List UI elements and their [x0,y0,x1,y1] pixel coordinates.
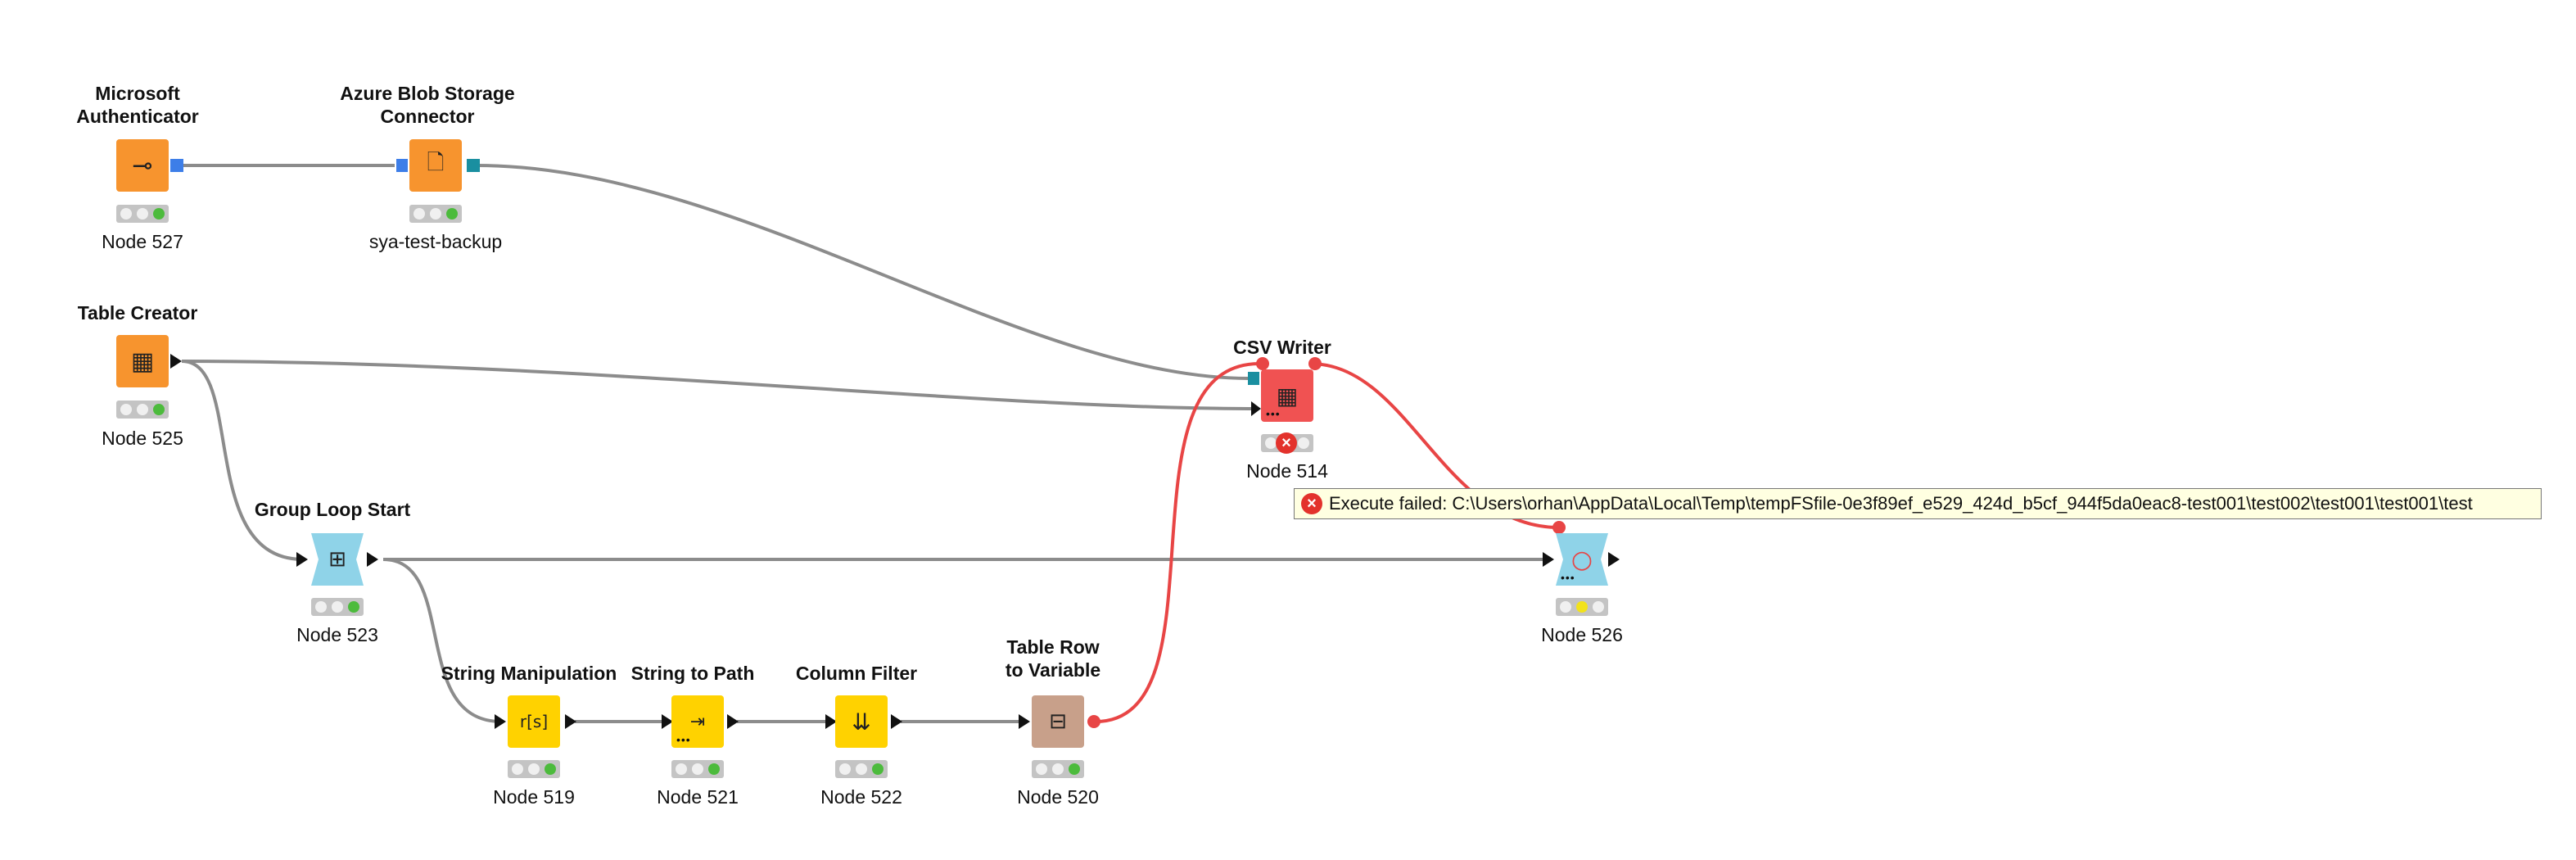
node-title: Table Creator [77,302,198,324]
status-lights [116,401,169,419]
status-lights [835,760,888,778]
input-port-arrow[interactable] [1019,714,1030,729]
node-group-loop-start[interactable]: ⊞ [311,533,364,586]
error-tooltip: × Execute failed: C:\Users\orhan\AppData… [1294,488,2542,519]
row-to-variable-icon: ⊟ [1049,709,1067,734]
node-loop-end[interactable]: ○ ••• [1556,533,1608,586]
node-csv-writer[interactable]: ▦ ••• [1261,369,1313,422]
connection-523-519[interactable] [382,558,502,723]
node-label[interactable]: Node 519 [493,786,575,808]
string-manip-icon: r[s] [519,712,549,731]
node-title: String to Path [630,663,755,684]
node-label[interactable]: Node 526 [1541,624,1623,645]
node-string-to-path[interactable]: ⇥ ••• [671,695,724,748]
credential-output-port[interactable] [170,159,183,172]
output-port-arrow[interactable] [891,714,902,729]
node-label[interactable]: Node 520 [1017,786,1099,808]
node-title: Column Filter [795,663,918,684]
output-port-arrow[interactable] [727,714,739,729]
variable-ports [1087,357,1566,728]
node-label[interactable]: Node 521 [657,786,739,808]
input-port-arrow[interactable] [296,552,308,567]
variable-input-port[interactable] [1552,521,1566,534]
node-azure-blob-storage-connector[interactable]: 🗋 [409,139,462,192]
variable-input-port[interactable] [1256,357,1269,370]
key-icon: ⊸ [132,151,153,180]
variable-output-port[interactable] [1087,715,1100,728]
string-path-icon: ⇥ [689,711,706,732]
input-port-arrow[interactable] [662,714,673,729]
node-title: Microsoft Authenticator [76,83,199,127]
node-label[interactable]: Node 523 [296,624,378,645]
node-table-creator[interactable]: ▦ [116,335,169,387]
node-title: Table Row to Variable [1005,636,1101,681]
connection-520-514[interactable] [1095,362,1260,723]
status-lights [1556,598,1608,616]
input-port-arrow[interactable] [495,714,506,729]
error-icon: × [1301,493,1322,514]
node-title: CSV Writer [1233,337,1331,358]
node-label[interactable]: Node 514 [1246,460,1328,482]
node-label[interactable]: Node 522 [820,786,902,808]
input-port-arrow[interactable] [1543,552,1554,567]
status-lights [311,598,364,616]
connections [181,164,1557,723]
variable-output-port[interactable] [1308,357,1322,370]
output-port-arrow[interactable] [170,354,182,369]
config-dots-icon: ••• [1561,571,1575,584]
node-column-filter[interactable]: ⇊ [835,695,888,748]
input-port-arrow[interactable] [825,714,837,729]
table-create-icon: ▦ [130,346,155,376]
node-microsoft-authenticator[interactable]: ⊸ [116,139,169,192]
config-dots-icon: ••• [676,733,691,746]
input-port-arrows [296,401,1554,729]
loop-start-icon: ⊞ [328,547,346,572]
status-lights [1032,760,1084,778]
node-title: Azure Blob Storage Connector [340,83,515,127]
node-label[interactable]: sya-test-backup [368,231,503,252]
output-port-arrow[interactable] [565,714,576,729]
status-lights: × [1261,432,1313,454]
connection-525-523[interactable] [181,360,304,561]
node-title: Group Loop Start [254,499,411,520]
config-dots-icon: ••• [1266,407,1281,420]
input-port-arrow[interactable] [1251,401,1261,416]
node-label[interactable]: Node 527 [102,231,183,252]
csv-write-icon: ▦ [1276,382,1299,410]
file-connector-icon: 🗋 [427,151,445,175]
status-lights [116,205,169,223]
output-port-arrow[interactable] [367,552,378,567]
output-port-arrow[interactable] [1608,552,1620,567]
status-lights [671,760,724,778]
node-title: String Manipulation [441,663,617,684]
credential-input-port[interactable] [396,159,408,172]
column-filter-icon: ⇊ [852,708,871,736]
connection-azure-514[interactable] [476,164,1250,380]
error-icon: × [1276,432,1297,454]
error-message: Execute failed: C:\Users\orhan\AppData\L… [1329,493,2473,514]
loop-end-icon: ○ [1570,545,1593,574]
connection-525-514[interactable] [181,360,1254,410]
status-lights [409,205,462,223]
node-table-row-to-variable[interactable]: ⊟ [1032,695,1084,748]
output-port-arrows [170,354,1620,729]
node-label[interactable]: Node 525 [102,428,183,449]
file-system-input-port[interactable] [1248,372,1259,385]
status-lights [508,760,560,778]
file-system-output-port[interactable] [467,159,480,172]
node-string-manipulation[interactable]: r[s] [508,695,560,748]
